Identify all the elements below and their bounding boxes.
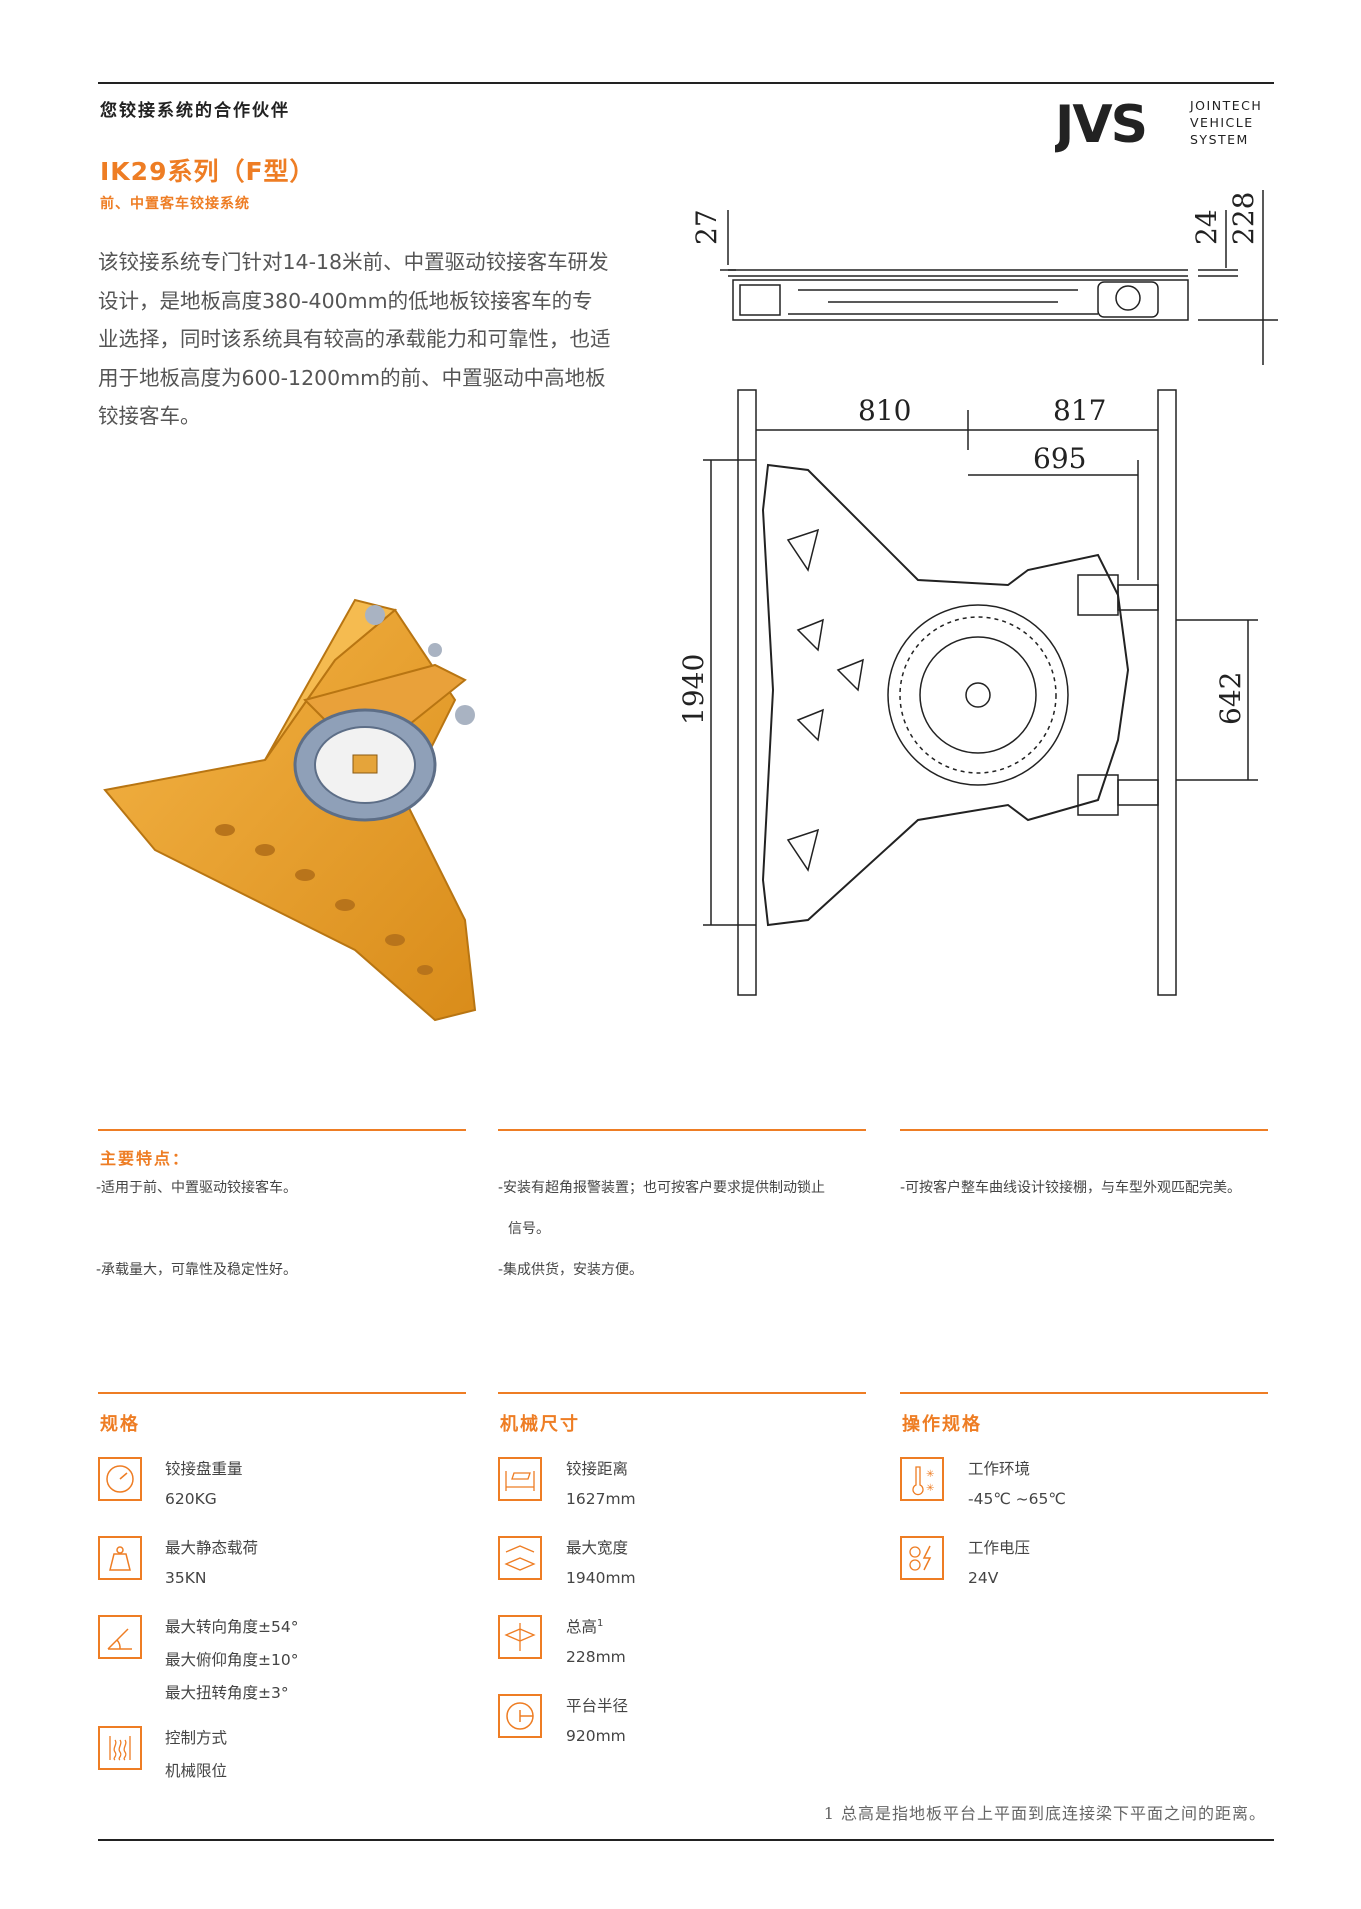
product-title: IK29系列（F型） [100,157,316,186]
jvs-logo: JVS JOINTECH VEHICLE SYSTEM [1052,95,1285,155]
header-rule [98,82,1274,84]
svg-text:✳: ✳ [926,1483,934,1494]
voltage-icon [900,1536,944,1580]
feature-item: -集成供货，安装方便。 [498,1262,644,1278]
spec-value: 最大扭转角度±3° [165,1684,289,1702]
specs-rule [98,1392,466,1394]
spec-label: 工作环境 [968,1460,1031,1478]
dim-1940: 1940 [678,654,710,725]
dim-642: 642 [1214,672,1247,725]
mech-title: 机械尺寸 [500,1414,580,1435]
spec-label: 铰接距离 [566,1460,629,1478]
spec-label: 控制方式 [165,1729,228,1747]
width-icon [498,1536,542,1580]
feature-item: -可按客户整车曲线设计铰接棚，与车型外观匹配完美。 [900,1180,1242,1196]
side-view-drawing: 27 24 228 [678,190,1278,375]
logo-text-3: SYSTEM [1190,132,1249,147]
product-description: 该铰接系统专门针对14-18米前、中置驱动铰接客车研发设计，是地板高度380-4… [98,250,611,428]
slogan: 您铰接系统的合作伙伴 [100,101,290,121]
logo-mark: JVS [1055,96,1146,154]
control-icon [98,1726,142,1770]
product-subtitle: 前、中置客车铰接系统 [100,196,250,212]
feature-item: -适用于前、中置驱动铰接客车。 [96,1180,298,1196]
features-title: 主要特点： [100,1149,191,1168]
spec-label: 平台半径 [566,1697,629,1715]
load-weight-icon [98,1536,142,1580]
specs-title: 规格 [100,1414,140,1435]
spec-label: 总高1 [566,1617,604,1636]
spec-value: 24V [968,1569,999,1587]
dim-24: 24 [1190,209,1223,245]
features-rule-1 [98,1129,466,1131]
dim-810: 810 [858,394,911,427]
spec-value: 1940mm [566,1569,636,1587]
spec-label: 最大宽度 [566,1539,629,1557]
logo-text-1: JOINTECH [1189,98,1262,113]
spec-value: 920mm [566,1727,626,1745]
top-view-drawing: 810 817 695 1940 642 [677,380,1278,1010]
logo-text-2: VEHICLE [1190,115,1254,130]
dim-228: 228 [1227,192,1260,245]
spec-value: 620KG [165,1490,217,1508]
spec-value: 228mm [566,1648,626,1666]
spec-label: 工作电压 [968,1539,1031,1557]
footnote: 1 总高是指地板平台上平面到底连接梁下平面之间的距离。 [823,1804,1266,1823]
svg-text:✳: ✳ [926,1469,934,1480]
spec-value: 机械限位 [165,1762,228,1780]
angle-icon [98,1615,142,1659]
spec-value: 1627mm [566,1490,636,1508]
spec-value: 35KN [165,1569,207,1587]
features-rule-2 [498,1129,866,1131]
features-rule-3 [900,1129,1268,1131]
weight-gauge-icon [98,1457,142,1501]
spec-label: 铰接盘重量 [165,1460,243,1478]
footer-rule [98,1839,1274,1841]
spec-value: -45℃ ~65℃ [968,1490,1066,1508]
feature-item: -安装有超角报警装置；也可按客户要求提供制动锁止 [498,1180,826,1196]
radius-icon [498,1694,542,1738]
dim-27: 27 [690,209,723,245]
height-icon [498,1615,542,1659]
thermometer-icon: ✳✳ [900,1457,944,1501]
spec-value: 最大俯仰角度±10° [165,1651,299,1669]
operation-rule [900,1392,1268,1394]
spec-label: 最大转向角度±54° [165,1618,299,1636]
feature-item: -承载量大，可靠性及稳定性好。 [96,1262,298,1278]
operation-title: 操作规格 [902,1414,982,1435]
dim-695: 695 [1033,442,1086,475]
mech-rule [498,1392,866,1394]
feature-item: 信号。 [508,1221,550,1237]
length-icon [498,1457,542,1501]
product-image [95,590,490,1040]
dim-817: 817 [1053,394,1106,427]
spec-label: 最大静态载荷 [165,1539,259,1557]
